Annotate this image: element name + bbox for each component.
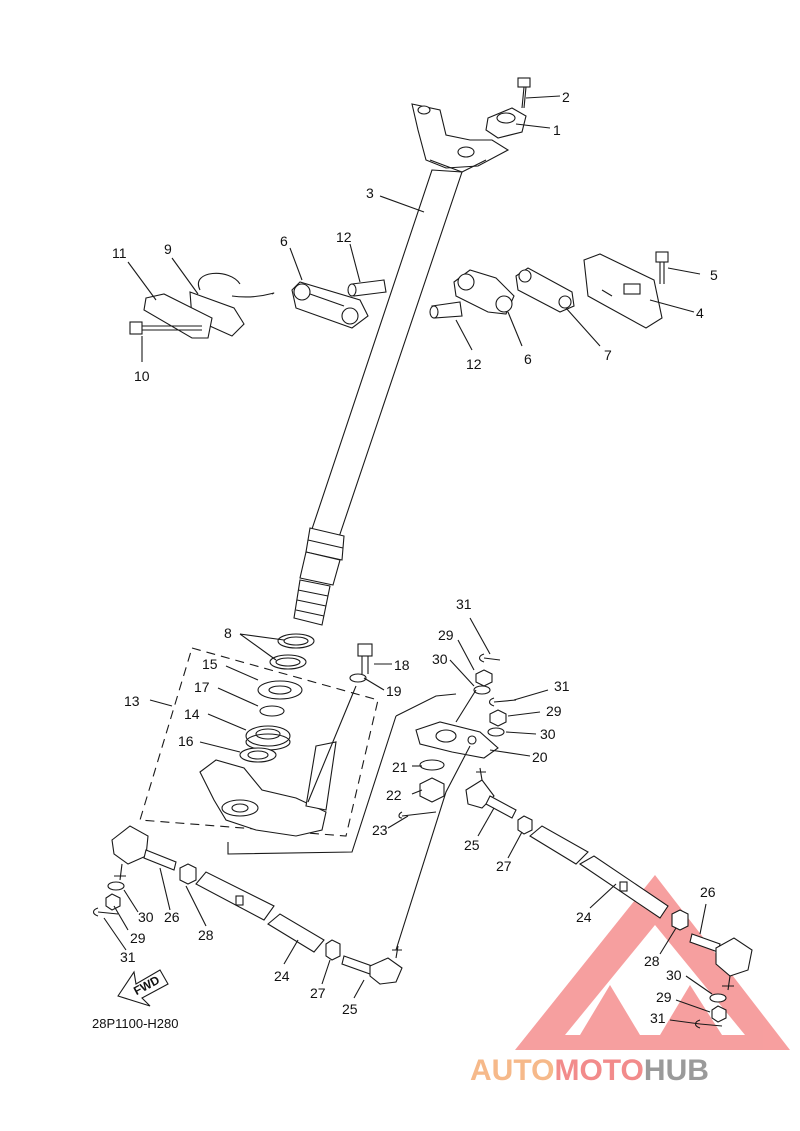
forward-arrow-icon: FWD	[117, 969, 169, 1007]
callout-22: 22	[386, 787, 402, 803]
callout-29-mid: 29	[546, 703, 562, 719]
callout-30-right: 30	[666, 967, 682, 983]
callout-27-right: 27	[496, 858, 512, 874]
callout-29-upper: 29	[438, 627, 454, 643]
callout-6-right: 6	[524, 351, 532, 367]
bolt-2	[517, 77, 531, 109]
callout-30-left: 30	[138, 909, 154, 925]
callout-3: 3	[366, 185, 374, 201]
nut-28-left	[179, 863, 197, 885]
tie-rod-end-26-left	[111, 825, 177, 881]
callout-16: 16	[178, 733, 194, 749]
watermark-auto: AUTO	[470, 1054, 554, 1087]
steering-column	[293, 103, 510, 626]
callout-24-left: 24	[274, 968, 290, 984]
callout-14: 14	[184, 706, 200, 722]
nut-27-right	[517, 815, 533, 835]
callout-15: 15	[202, 656, 218, 672]
seal-15	[257, 680, 303, 700]
svg-text:AUTOMOTOHUB: AUTOMOTOHUB	[470, 1054, 709, 1087]
circlip-17	[259, 705, 285, 717]
fittings-lower-right	[694, 993, 727, 1029]
nut-28-right	[671, 909, 689, 931]
nut-22	[419, 777, 445, 803]
callout-21: 21	[392, 759, 408, 775]
tie-rod-24-left	[195, 871, 325, 953]
cotter-pin-31-mid	[488, 697, 517, 707]
seal-16	[239, 747, 277, 763]
callout-10: 10	[134, 368, 150, 384]
callout-29-right: 29	[656, 989, 672, 1005]
callout-31-left: 31	[120, 949, 136, 965]
callout-31-right: 31	[650, 1010, 666, 1026]
callout-12-left: 12	[336, 229, 352, 245]
clamp-top	[485, 107, 527, 139]
steering-knuckle	[199, 741, 337, 837]
bracket-assembly-left	[129, 272, 387, 339]
diagram-code: 28P1100-H280	[92, 1016, 179, 1031]
callout-5: 5	[710, 267, 718, 283]
tie-rod-end-25-left	[341, 945, 403, 985]
callout-29-left: 29	[130, 930, 146, 946]
callout-4: 4	[696, 305, 704, 321]
callout-28-right: 28	[644, 953, 660, 969]
callout-26-right: 26	[700, 884, 716, 900]
leader-lines	[103, 95, 713, 1025]
tie-rod-end-26-right	[689, 933, 753, 991]
watermark-hub: HUB	[644, 1054, 709, 1087]
knuckle-assembly-outline	[139, 647, 379, 837]
bolt-18	[349, 643, 373, 683]
callout-13: 13	[124, 693, 140, 709]
callout-12-right: 12	[466, 356, 482, 372]
callout-18: 18	[394, 657, 410, 673]
watermark-logo-triangle	[515, 875, 790, 1050]
callout-31-upper: 31	[456, 596, 472, 612]
fittings-lower-left	[92, 881, 125, 917]
callout-19: 19	[386, 683, 402, 699]
washer-21	[419, 759, 445, 771]
washer-30-mid	[487, 727, 505, 737]
cotter-pin-31-upper	[478, 653, 501, 663]
callout-20: 20	[532, 749, 548, 765]
callout-8: 8	[224, 625, 232, 641]
bearing-14	[245, 725, 291, 751]
callout-7: 7	[604, 347, 612, 363]
tie-rod-24-right	[529, 825, 669, 919]
callout-31-mid: 31	[554, 678, 570, 694]
callout-25-right: 25	[464, 837, 480, 853]
callout-11: 11	[112, 245, 127, 261]
watermark-text: AUTOMOTOHUB	[470, 1054, 709, 1087]
callout-27-left: 27	[310, 985, 326, 1001]
callout-25-left: 25	[342, 1001, 358, 1017]
callout-1: 1	[553, 122, 561, 138]
cotter-pin-23	[398, 811, 437, 819]
callout-30-upper: 30	[432, 651, 448, 667]
callout-2: 2	[562, 89, 570, 105]
callout-30-mid: 30	[540, 726, 556, 742]
oil-seals-8	[269, 633, 315, 670]
callout-24-right: 24	[576, 909, 592, 925]
pitman-arm	[415, 721, 499, 759]
washer-30-upper	[473, 685, 491, 695]
tie-rod-end-25-right	[465, 767, 517, 819]
callout-labels: 1 2 3 4 5 6 6 7 8 9 10 11 12 12 13 14 15…	[112, 89, 718, 1026]
nut-27-left	[325, 939, 341, 961]
callout-6-left: 6	[280, 233, 288, 249]
callout-26-left: 26	[164, 909, 180, 925]
callout-23: 23	[372, 822, 388, 838]
nut-29-upper	[475, 669, 493, 687]
callout-28-left: 28	[198, 927, 214, 943]
watermark-moto: MOTO	[554, 1054, 643, 1087]
callout-9: 9	[164, 241, 172, 257]
bracket-assembly-right	[429, 251, 669, 329]
callout-17: 17	[194, 679, 210, 695]
nut-29-mid	[489, 709, 507, 727]
assembly-guide-lines	[227, 685, 477, 951]
